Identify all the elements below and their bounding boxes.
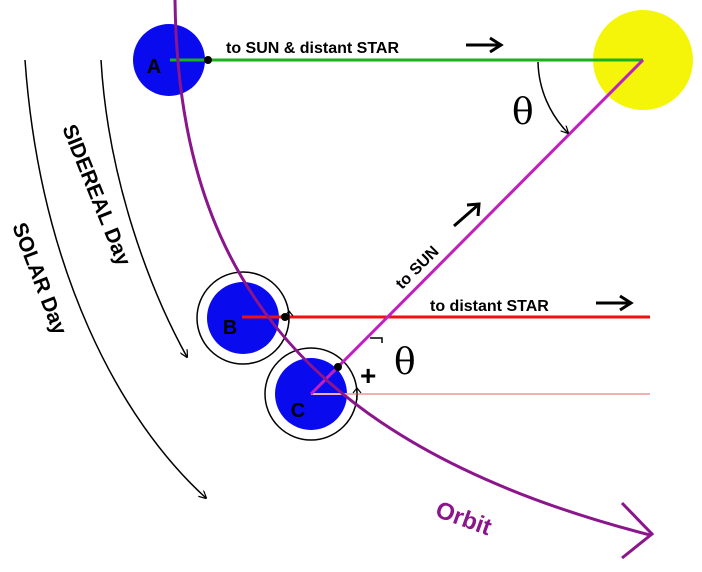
to-distant-star-label: to distant STAR	[430, 298, 549, 315]
orbit-arrowhead-icon	[620, 501, 655, 560]
plus-sign-label: +	[360, 360, 376, 391]
solar-day-label: SOLAR Day	[7, 220, 71, 339]
sun-line-c	[309, 58, 645, 396]
earth-a	[133, 24, 205, 96]
theta-sun-label: θ	[512, 92, 534, 133]
angle-arc-sun	[537, 61, 568, 133]
angle-arc-earth-c	[370, 337, 383, 343]
theta-earth-label: θ	[394, 342, 416, 383]
to-sun-and-star-label: to SUN & distant STAR	[226, 40, 399, 57]
surface-point-a	[204, 56, 212, 64]
surface-point-c	[334, 363, 342, 371]
arrow-right-icon	[466, 36, 504, 54]
earth-b-label: B	[223, 317, 237, 339]
orbit-label: Orbit	[432, 496, 495, 541]
solar-day-arc	[24, 59, 206, 498]
orbit-path	[173, 0, 651, 537]
sidereal-day-arc	[100, 59, 187, 357]
arrow-up-right-icon	[453, 202, 481, 228]
ring-c-tick-icon	[352, 387, 362, 400]
earth-c-label: C	[291, 400, 305, 422]
earth-a-label: A	[147, 56, 161, 78]
surface-point-b	[281, 313, 289, 321]
ring-b-tick-icon	[284, 310, 294, 323]
arrow-right-icon	[596, 294, 634, 312]
